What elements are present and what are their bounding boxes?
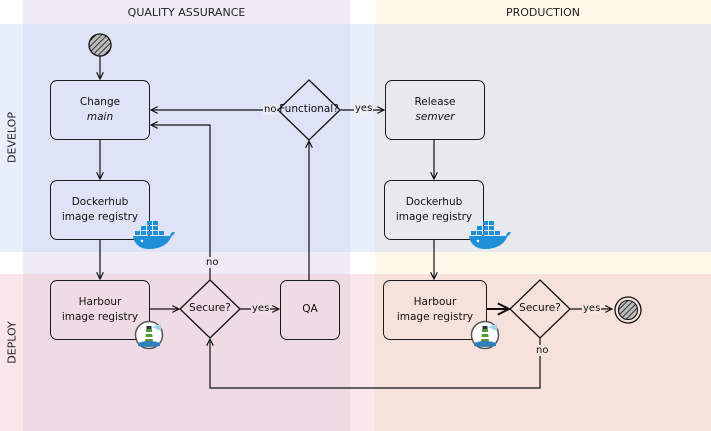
secure-qa-decision-label: Secure? bbox=[189, 302, 231, 314]
start-node-icon bbox=[88, 33, 112, 57]
edge-label-secure-prod-no: no bbox=[535, 345, 550, 356]
develop-row-lane bbox=[0, 24, 711, 252]
edge-label-secure-qa-no: no bbox=[205, 257, 220, 268]
edge-label-functional-yes: yes bbox=[354, 103, 374, 114]
dockerhub-prod-node: Dockerhub image registry bbox=[384, 180, 484, 240]
docker-whale-icon bbox=[133, 221, 175, 249]
production-column-lane bbox=[375, 0, 711, 431]
harbour-qa-sub: image registry bbox=[61, 311, 139, 323]
production-column-title: PRODUCTION bbox=[506, 6, 580, 19]
edge-label-secure-prod-yes: yes bbox=[582, 303, 602, 314]
edge-label-secure-qa-yes: yes bbox=[251, 303, 271, 314]
harbour-prod-node: Harbour image registry bbox=[383, 280, 487, 340]
harbour-prod-sub: image registry bbox=[396, 311, 474, 323]
functional-decision-label: Functional? bbox=[279, 103, 339, 115]
edge-secure-qa-no bbox=[151, 125, 211, 280]
dockerhub-prod-title: Dockerhub bbox=[405, 195, 463, 208]
dockerhub-qa-sub: image registry bbox=[61, 211, 139, 223]
deploy-row-lane bbox=[0, 274, 711, 431]
edge-label-functional-no: no bbox=[263, 104, 278, 115]
change-node: Change main bbox=[50, 80, 150, 140]
secure-prod-decision-label: Secure? bbox=[519, 302, 561, 314]
release-node: Release semver bbox=[385, 80, 485, 140]
change-title: Change bbox=[79, 95, 121, 108]
edge-secure-prod-no bbox=[210, 338, 541, 389]
secure-qa-decision-diamond bbox=[179, 279, 241, 339]
qa-column-title: QUALITY ASSURANCE bbox=[127, 6, 246, 19]
dockerhub-qa-title: Dockerhub bbox=[71, 195, 129, 208]
end-node-icon bbox=[614, 296, 642, 324]
harbor-lighthouse-icon bbox=[134, 320, 164, 350]
qa-title: QA bbox=[302, 303, 318, 316]
functional-decision-diamond bbox=[277, 79, 341, 141]
dockerhub-prod-sub: image registry bbox=[395, 211, 473, 223]
release-title: Release bbox=[414, 95, 456, 108]
harbor-lighthouse-icon bbox=[470, 320, 500, 350]
qa-node: QA bbox=[280, 280, 340, 340]
dockerhub-qa-node: Dockerhub image registry bbox=[50, 180, 150, 240]
harbour-prod-title: Harbour bbox=[413, 295, 457, 308]
qa-column-lane bbox=[23, 0, 350, 431]
docker-whale-icon bbox=[469, 221, 511, 249]
release-versioning: semver bbox=[415, 111, 455, 123]
harbour-qa-node: Harbour image registry bbox=[50, 280, 150, 340]
harbour-qa-title: Harbour bbox=[78, 295, 122, 308]
change-branch: main bbox=[86, 111, 114, 123]
